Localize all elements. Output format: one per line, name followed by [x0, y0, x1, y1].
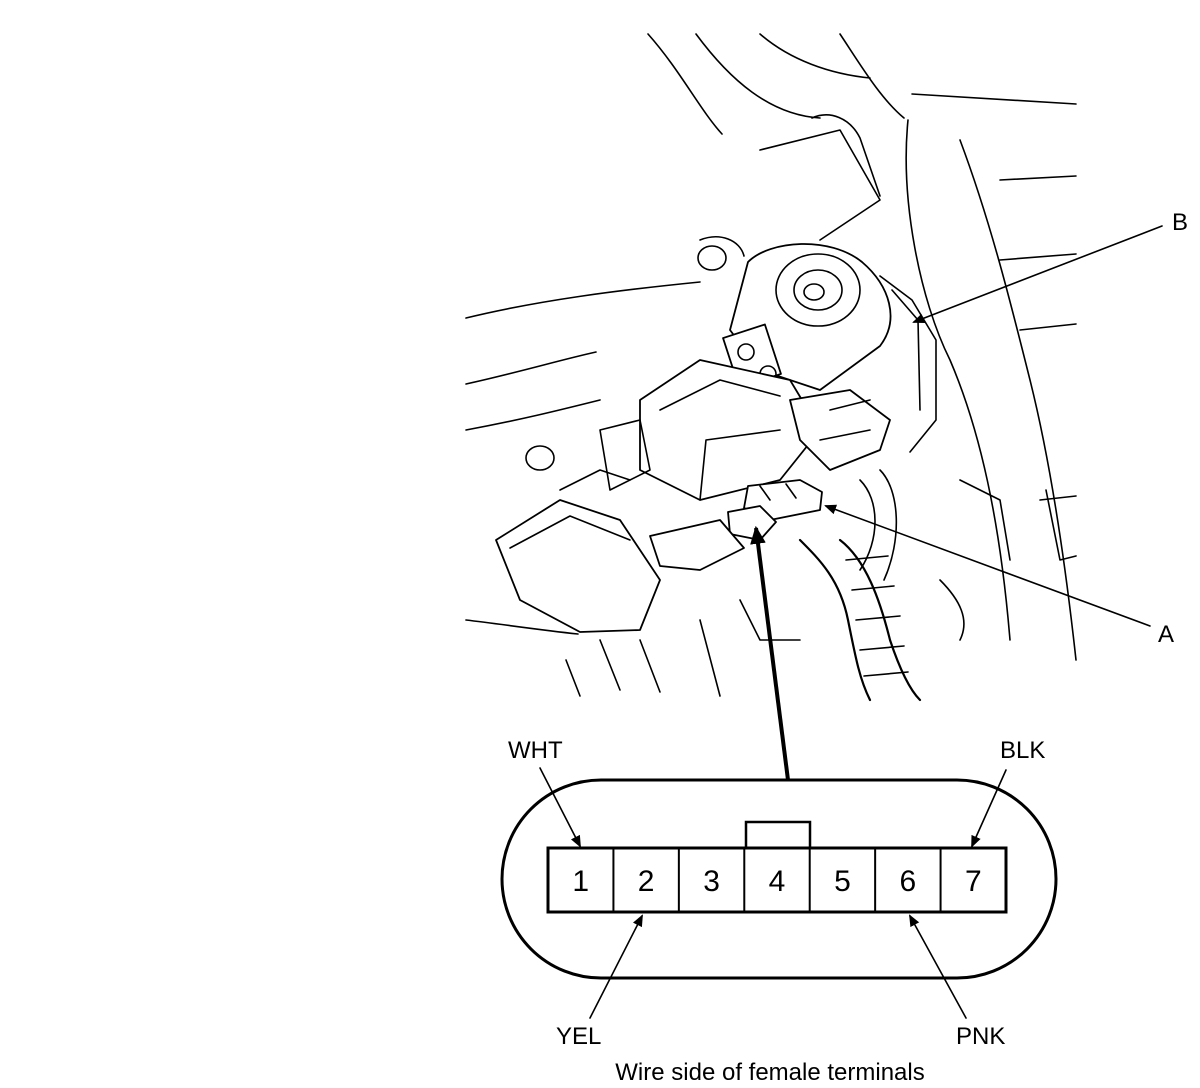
blk-leader — [971, 769, 1007, 848]
terminal-block — [546, 846, 1008, 914]
wire-label-wht: WHT — [508, 737, 563, 764]
wire-label-pnk: PNK — [956, 1023, 1005, 1050]
terminal-6: 6 — [900, 865, 917, 898]
callout-b-label: B — [1172, 209, 1188, 236]
terminal-1: 1 — [572, 865, 589, 898]
wire-label-yel: YEL — [556, 1023, 601, 1050]
callout-a-label: A — [1158, 621, 1174, 648]
callout-a: A — [824, 504, 1174, 648]
terminal-5: 5 — [834, 865, 851, 898]
callout-a-leader — [824, 504, 1151, 627]
terminal-4: 4 — [769, 865, 786, 898]
terminal-cells: 1 2 3 4 5 6 7 — [572, 848, 982, 912]
connector-locator-arrow — [750, 525, 790, 781]
yel-leader — [589, 914, 643, 1019]
connector-face: 1 2 3 4 5 6 7 — [500, 778, 1058, 980]
wht-leader — [539, 767, 581, 848]
terminal-2: 2 — [638, 865, 655, 898]
terminal-7: 7 — [965, 865, 982, 898]
callout-b: B — [912, 209, 1188, 324]
wire-label-blk: BLK — [1000, 737, 1045, 764]
callout-b-leader — [912, 225, 1163, 324]
steering-column-illustration — [465, 33, 1077, 702]
wire-color-labels: WHT BLK YEL PNK — [508, 737, 1045, 1050]
pnk-leader — [909, 914, 967, 1019]
terminal-3: 3 — [703, 865, 720, 898]
diagram-caption: Wire side of female terminals — [615, 1059, 924, 1086]
connector-lock-tab — [744, 820, 812, 850]
